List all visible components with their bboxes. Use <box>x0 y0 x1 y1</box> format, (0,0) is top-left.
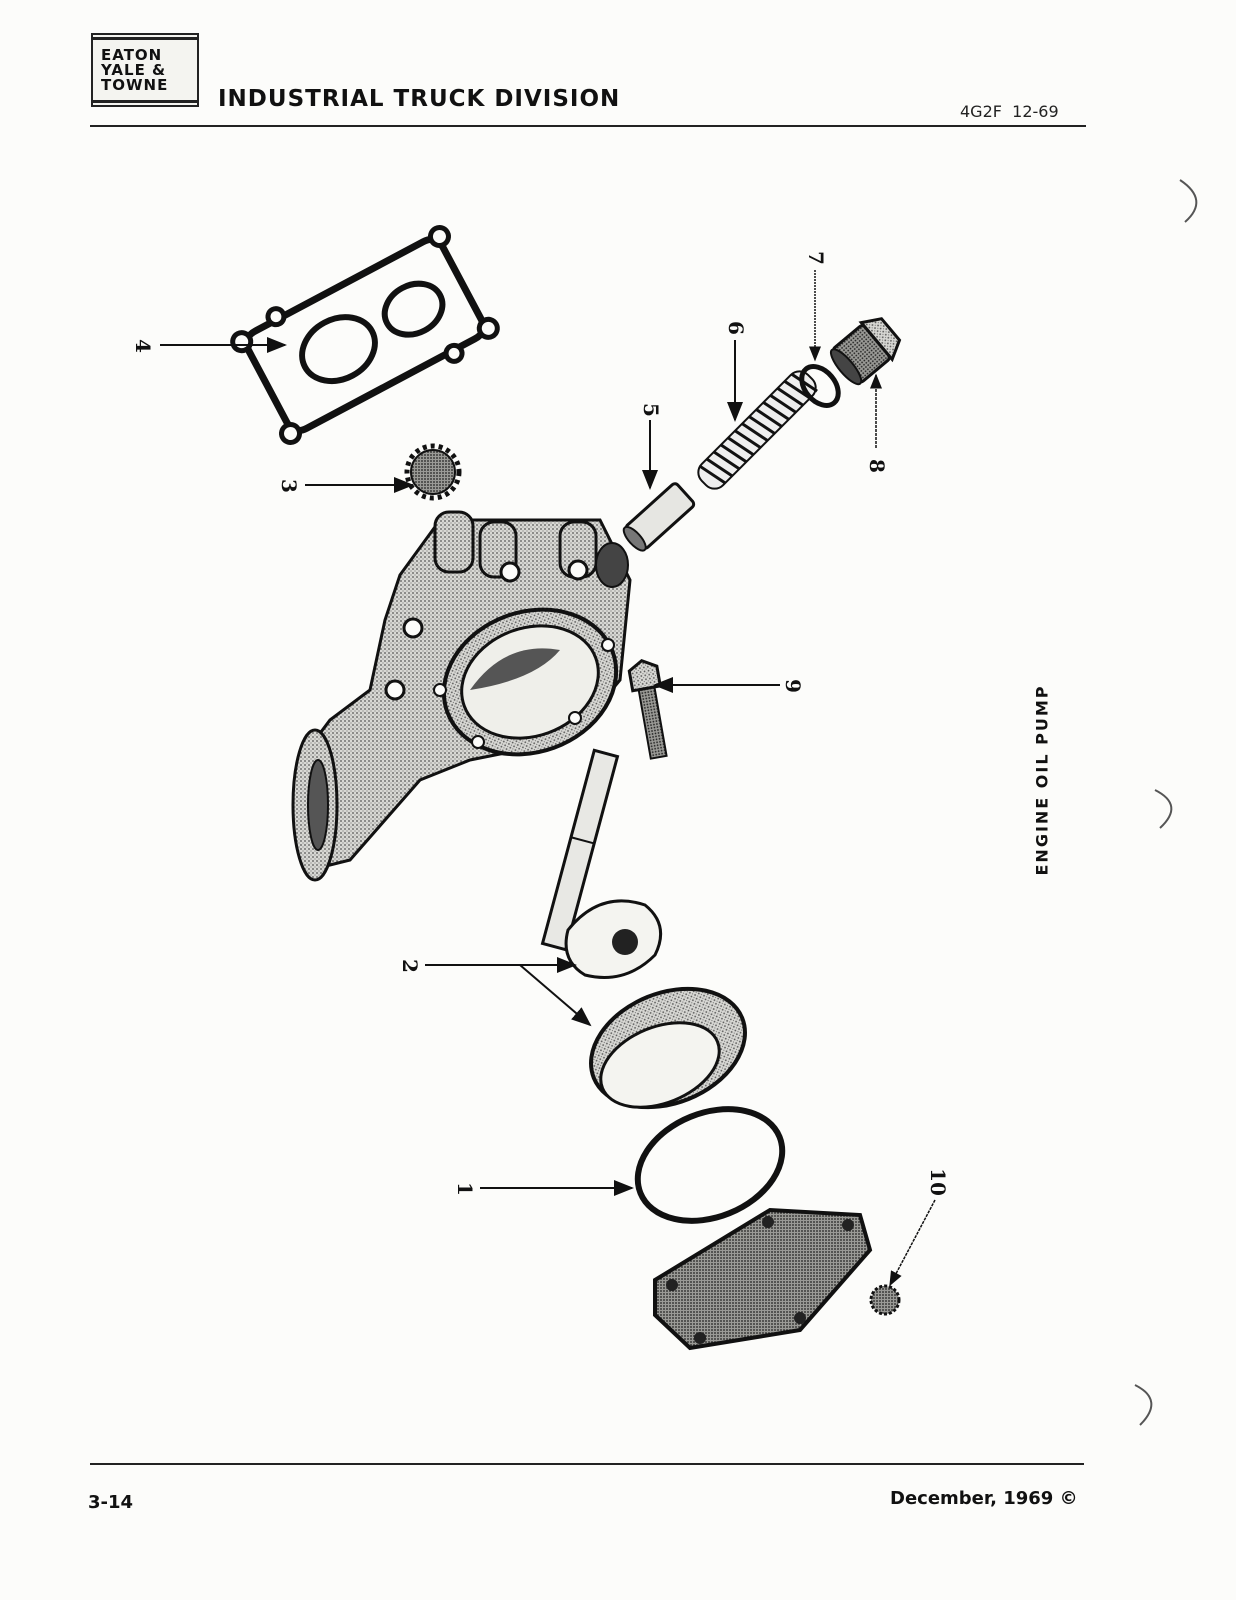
figure-title: ENGINE OIL PUMP <box>1032 684 1052 876</box>
page-number: 3-14 <box>88 1492 134 1513</box>
part-2-rotor-set <box>540 748 747 1110</box>
binder-hole-mark-3 <box>1134 1384 1153 1426</box>
header-rule <box>90 125 1086 127</box>
callout-4: 4 <box>131 339 155 353</box>
callout-3: 3 <box>277 479 301 493</box>
part-7-washer <box>799 364 841 408</box>
document-code: 4G2F 12-69 <box>960 102 1059 121</box>
part-3-drive-gear <box>404 443 462 501</box>
publication-date: December, 1969 © <box>890 1488 1078 1509</box>
division-title: INDUSTRIAL TRUCK DIVISION <box>218 86 621 112</box>
callout-7: 7 <box>804 251 828 265</box>
callout-8: 8 <box>865 459 889 473</box>
part-10-screw <box>869 1284 901 1316</box>
callout-1: 1 <box>453 1182 477 1196</box>
binder-hole-mark-2 <box>1154 789 1173 829</box>
part-8-plug <box>829 317 902 386</box>
part-4-gasket <box>230 225 500 445</box>
binder-hole-mark-1 <box>1179 179 1198 223</box>
logo-line-2: YALE & <box>101 60 167 79</box>
part-6-relief-spring <box>697 370 818 490</box>
part-9-bolt <box>627 659 668 760</box>
logo-line-1: EATON <box>101 45 163 64</box>
company-logo: EATON YALE & TOWNE <box>91 33 199 107</box>
pump-cover-plate <box>653 1207 873 1351</box>
callout-2: 2 <box>398 959 422 973</box>
callout-5: 5 <box>639 403 663 417</box>
footer-rule <box>90 1463 1084 1465</box>
part-1-o-ring <box>634 1106 786 1224</box>
callout-6: 6 <box>724 321 748 335</box>
logo-bar-top <box>93 37 197 40</box>
callout-9: 9 <box>781 679 805 693</box>
pump-body <box>291 510 632 882</box>
part-5-relief-plunger <box>622 482 696 552</box>
callout-10: 10 <box>926 1168 950 1196</box>
logo-bar-bottom <box>93 100 197 103</box>
logo-line-3: TOWNE <box>101 75 169 94</box>
